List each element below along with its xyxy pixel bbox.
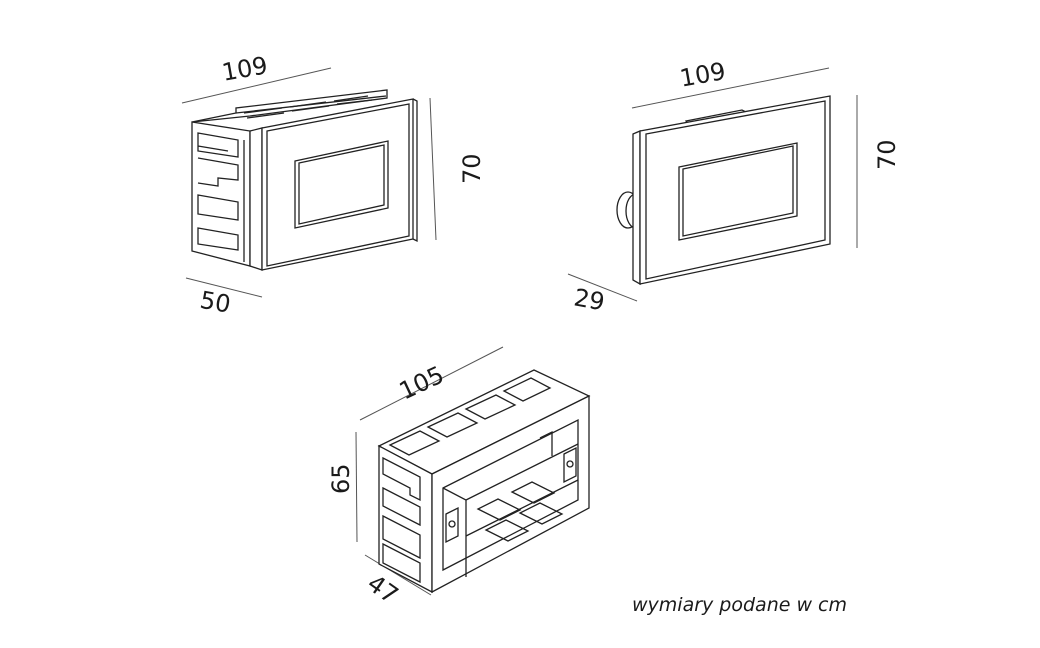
height-label: 65	[327, 463, 355, 494]
width-label: 105	[395, 361, 448, 406]
units-note: wymiary podane w cm	[632, 594, 848, 616]
width-dimension-line	[359, 346, 504, 421]
width-dimension-line	[181, 67, 332, 104]
width-label: 109	[678, 57, 728, 93]
height-dimension-line	[429, 97, 437, 241]
depth-dimension-line	[185, 277, 263, 298]
depth-label: 47	[362, 569, 403, 609]
depth-label: 29	[572, 283, 607, 316]
height-dimension-line	[355, 431, 358, 543]
view-luminaire-with-box: 109 70 50	[181, 51, 486, 319]
view-installation-box: 105 65 47	[327, 346, 591, 610]
depth-label: 50	[198, 286, 233, 319]
view-luminaire: 109 70 29	[567, 57, 901, 316]
depth-dimension-line	[364, 554, 432, 596]
width-label: 109	[220, 51, 270, 87]
depth-dimension-line	[567, 273, 638, 302]
height-label: 70	[458, 153, 486, 184]
width-dimension-line	[631, 67, 830, 109]
height-label: 70	[873, 139, 901, 170]
